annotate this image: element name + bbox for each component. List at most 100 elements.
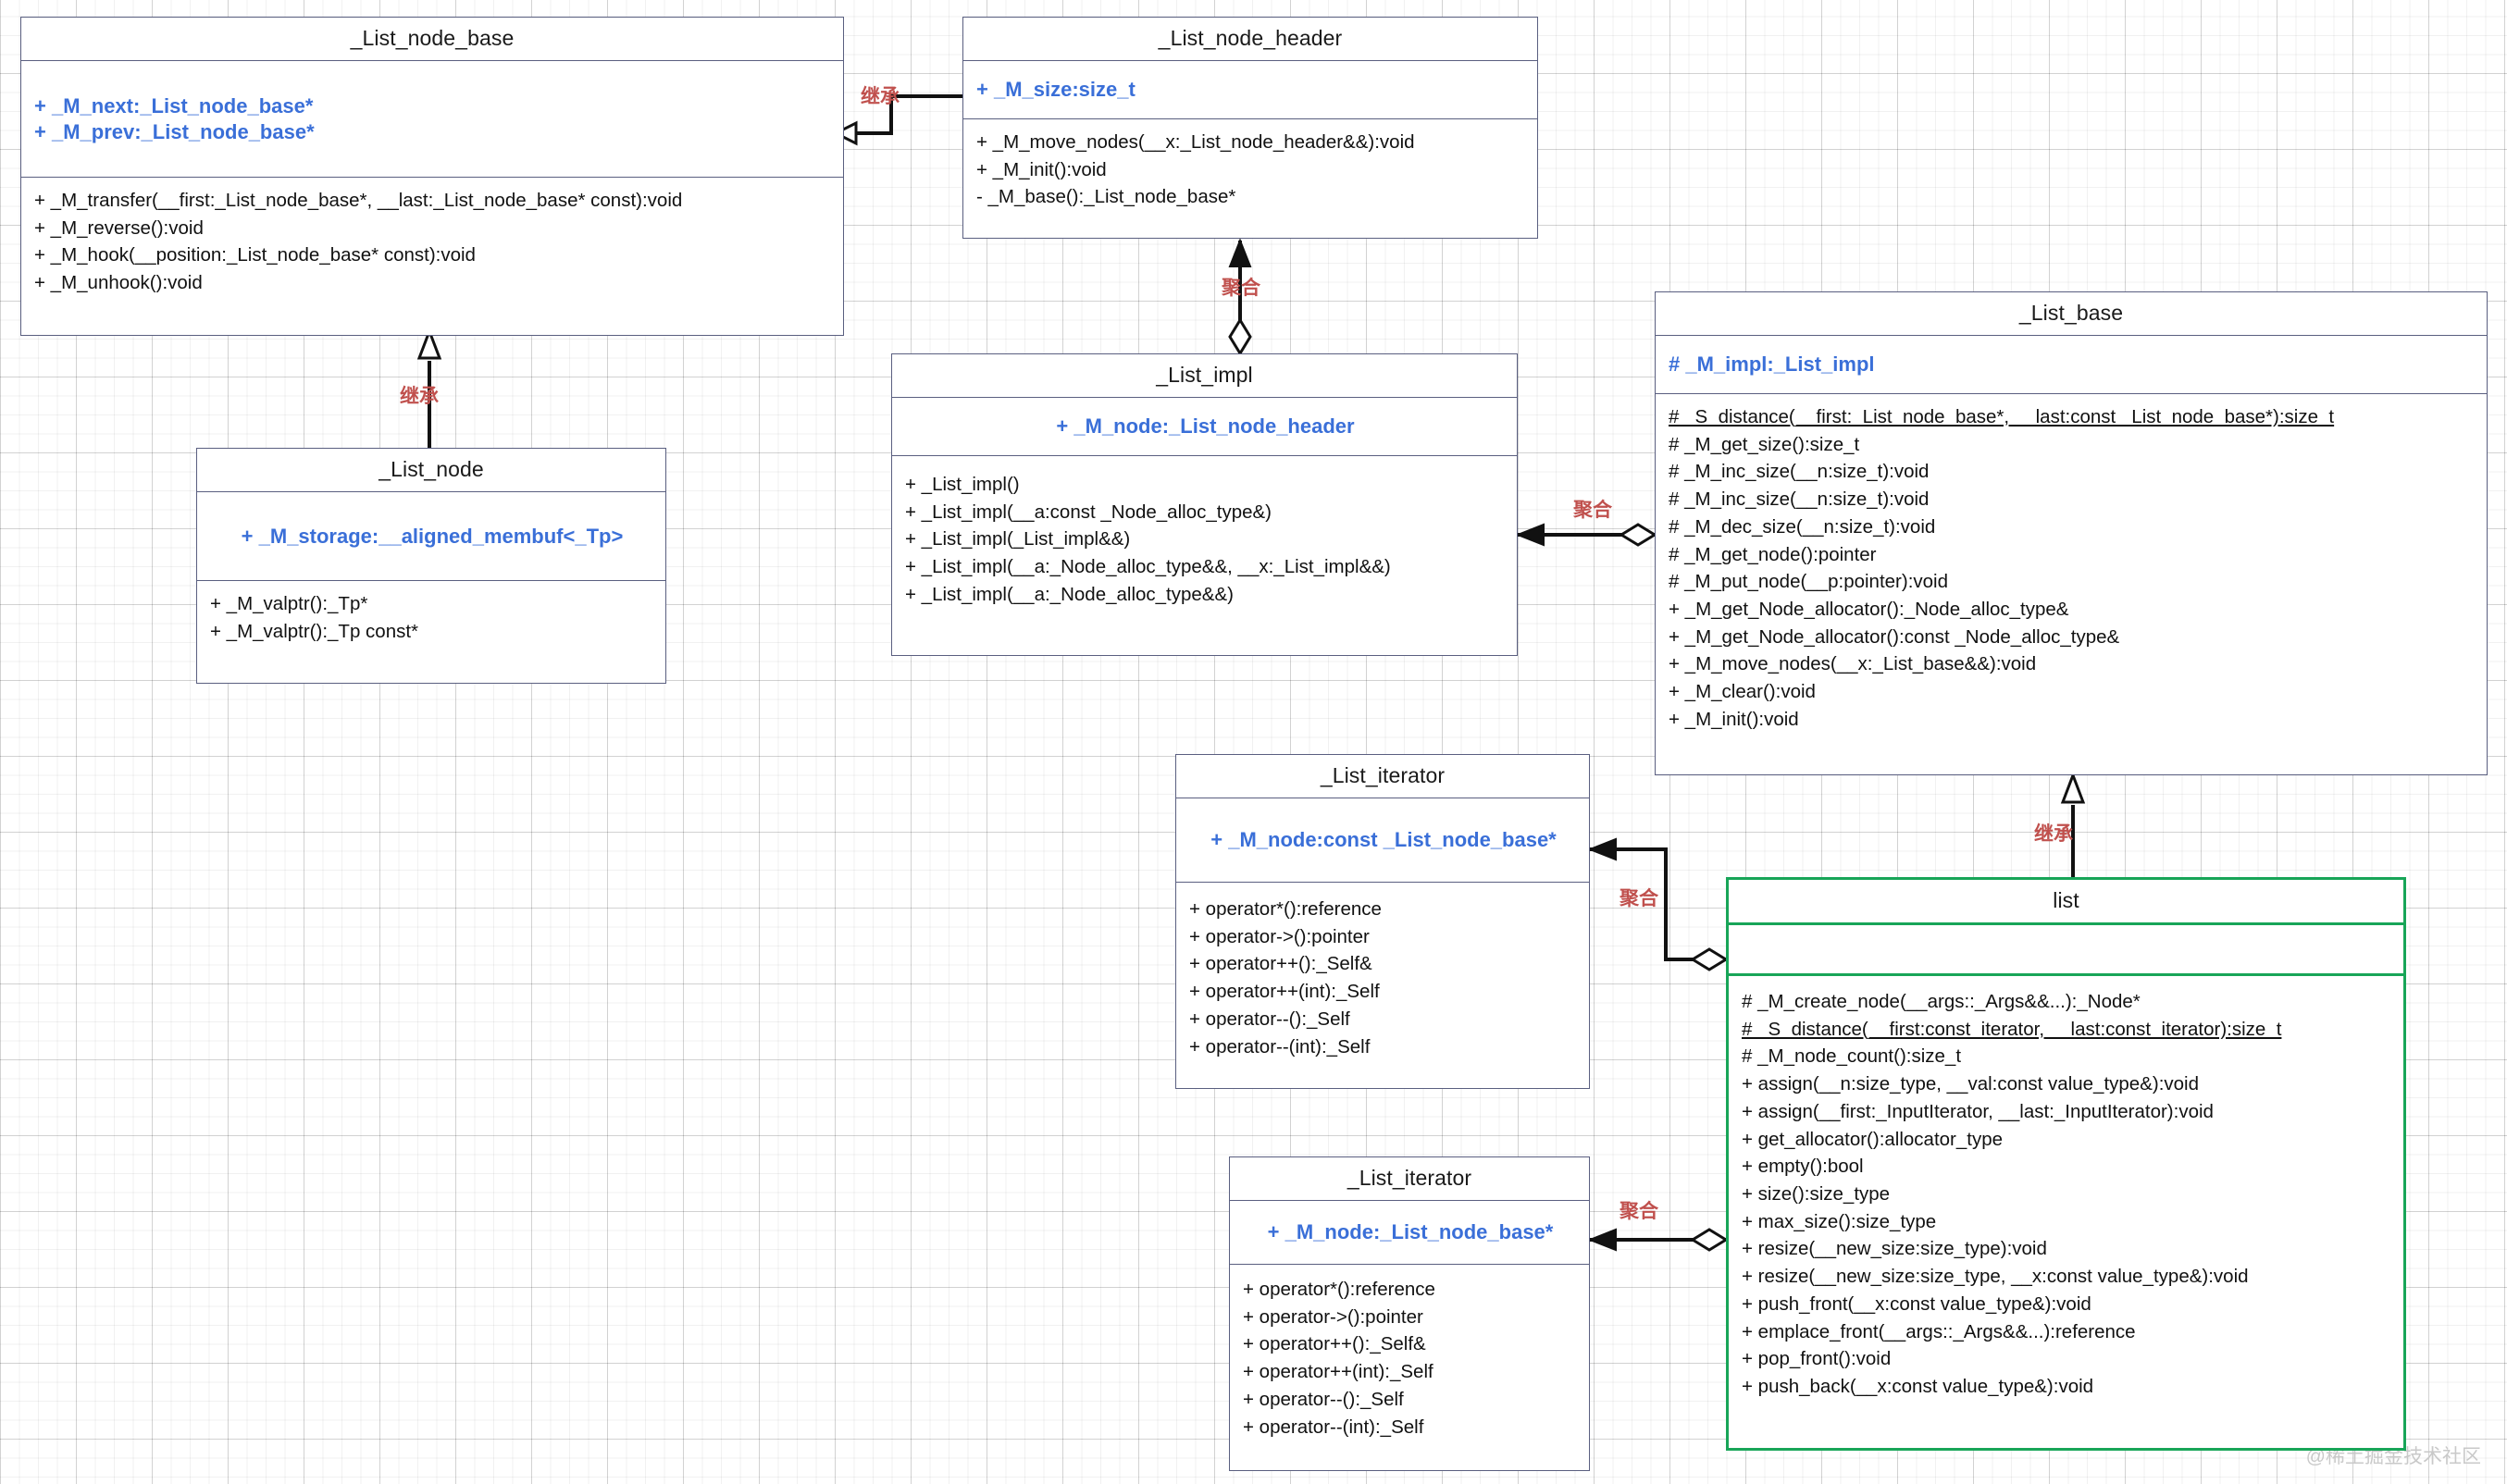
operation-row: + _M_valptr():_Tp* (210, 593, 368, 614)
operation-row: + push_front(__x:const value_type&):void (1742, 1292, 2091, 1315)
operation-row: # _M_inc_size(__n:size_t):void (1669, 461, 1930, 483)
operation-row: + _M_get_Node_allocator():const _Node_al… (1669, 625, 2120, 648)
divider (1656, 335, 2487, 336)
attributes-compartment: # _M_impl:_List_impl (1656, 336, 2487, 393)
operation-row: # _M_put_node(__p:pointer):void (1669, 571, 1949, 593)
operation-row: + assign(__first:_InputIterator, __last:… (1742, 1100, 2214, 1122)
operation-row: + _M_init():void (1669, 708, 1799, 730)
operation-row: + _List_impl(__a:_Node_alloc_type&&) (905, 583, 1234, 605)
edge-label-aggregation-impl: 聚合 (1222, 278, 1260, 299)
operation-row: + empty():bool (1742, 1156, 1864, 1178)
operations-compartment: + operator*():reference + operator->():p… (1230, 1265, 1589, 1450)
class-title: _List_node (379, 457, 484, 481)
operation-row: # _S_distance(__first:_List_node_base*, … (1669, 406, 2335, 427)
operation-row: + _M_transfer(__first:_List_node_base*, … (34, 190, 683, 211)
divider (1656, 393, 2487, 394)
operation-row: + operator--(int):_Self (1189, 1035, 1371, 1057)
attributes-compartment (1729, 925, 2403, 973)
edge-base-aggregates-impl (1515, 523, 1657, 547)
operation-row: + _List_impl(_List_impl&&) (905, 528, 1131, 550)
operation-row: + operator++(int):_Self (1189, 981, 1380, 1003)
class-title: _List_node_header (1158, 26, 1343, 50)
class-title: _List_base (2018, 301, 2124, 325)
operation-row: + operator--():_Self (1243, 1388, 1404, 1410)
operations-compartment: + _List_impl() + _List_impl(__a:const _N… (892, 456, 1517, 618)
divider (21, 60, 843, 61)
operation-row: + operator++():_Self& (1243, 1333, 1426, 1355)
operation-row: + _M_init():void (976, 158, 1107, 180)
operations-compartment: + _M_move_nodes(__x:_List_node_header&&)… (963, 119, 1537, 220)
attribute-row: + _M_storage:__aligned_membuf<_Tp> (241, 524, 624, 548)
divider (1230, 1264, 1589, 1265)
edge-label-inheritance-node: 继承 (400, 386, 439, 407)
operation-row: - _M_base():_List_node_base* (976, 186, 1236, 208)
operation-row: + get_allocator():allocator_type (1742, 1128, 2004, 1150)
attributes-compartment: + _M_node:_List_node_base* (1230, 1201, 1589, 1264)
class-box-list-iterator[interactable]: _List_iterator + _M_node:_List_node_base… (1229, 1156, 1590, 1471)
edge-list-aggregates-iter (1587, 1228, 1729, 1252)
class-title: list (2053, 888, 2079, 912)
operations-compartment: # _S_distance(__first:_List_node_base*, … (1656, 394, 2487, 743)
operation-row: + operator++():_Self& (1189, 953, 1372, 975)
divider (197, 491, 665, 492)
operation-row: # _M_get_node():pointer (1669, 543, 1877, 565)
attributes-compartment: + _M_next:_List_node_base* + _M_prev:_Li… (21, 61, 843, 177)
divider (892, 455, 1517, 456)
watermark: @稀土掘金技术社区 (2305, 1446, 2481, 1467)
divider (1176, 882, 1589, 883)
divider (21, 177, 843, 178)
attributes-compartment: + _M_node:const _List_node_base* (1176, 798, 1589, 882)
operation-row: + operator*():reference (1189, 898, 1382, 920)
operations-compartment: # _M_create_node(__args::_Args&&...):_No… (1729, 976, 2403, 1410)
divider (1729, 973, 2403, 976)
class-box-list-base[interactable]: _List_base # _M_impl:_List_impl # _S_dis… (1655, 291, 2488, 775)
operation-row: # _S_distance(__first:const_iterator, __… (1742, 1018, 2282, 1040)
operation-row: + _M_valptr():_Tp const* (210, 620, 419, 642)
attribute-row: + _M_node:_List_node_base* (1267, 1220, 1554, 1244)
divider (963, 60, 1537, 61)
operation-row: + _M_get_Node_allocator():_Node_alloc_ty… (1669, 599, 2069, 621)
divider (1729, 922, 2403, 925)
divider (1230, 1200, 1589, 1201)
class-box-list-node-base[interactable]: _List_node_base + _M_next:_List_node_bas… (20, 17, 844, 336)
class-box-list-node-header[interactable]: _List_node_header + _M_size:size_t + _M_… (962, 17, 1538, 239)
operation-row: + operator->():pointer (1243, 1305, 1423, 1328)
operation-row: + max_size():size_type (1742, 1210, 1937, 1232)
operation-row: + _M_move_nodes(__x:_List_base&&):void (1669, 653, 2037, 675)
attribute-row: # _M_impl:_List_impl (1669, 352, 1875, 377)
edge-label-aggregation-base: 聚合 (1573, 500, 1612, 521)
operation-row: + resize(__new_size:size_type):void (1742, 1238, 2047, 1260)
class-box-list-iterator-const[interactable]: _List_iterator + _M_node:const _List_nod… (1175, 754, 1590, 1089)
attribute-row: + _M_prev:_List_node_base* (34, 119, 315, 143)
operation-row: # _M_dec_size(__n:size_t):void (1669, 515, 1936, 538)
class-box-list-node[interactable]: _List_node + _M_storage:__aligned_membuf… (196, 448, 666, 684)
edge-label-aggregation-iter: 聚合 (1620, 1201, 1658, 1222)
operation-row: + pop_front():void (1742, 1348, 1892, 1370)
operation-row: + emplace_front(__args::_Args&&...):refe… (1742, 1320, 2136, 1342)
attributes-compartment: + _M_storage:__aligned_membuf<_Tp> (197, 492, 665, 580)
operations-compartment: + _M_transfer(__first:_List_node_base*, … (21, 178, 843, 306)
operation-row: + _List_impl(__a:_Node_alloc_type&&, __x… (905, 556, 1391, 578)
attribute-row: + _M_node:_List_node_header (1056, 414, 1355, 439)
edge-label-aggregation-citer: 聚合 (1620, 888, 1658, 909)
operation-row: # _M_get_size():size_t (1669, 433, 1860, 455)
operation-row: + resize(__new_size:size_type, __x:const… (1742, 1266, 2249, 1288)
operation-row: # _M_create_node(__args::_Args&&...):_No… (1742, 991, 2141, 1012)
divider (197, 580, 665, 581)
divider (963, 118, 1537, 119)
operation-row: + _List_impl() (905, 474, 1020, 495)
attributes-compartment: + _M_node:_List_node_header (892, 398, 1517, 455)
operation-row: + operator--():_Self (1189, 1008, 1350, 1030)
divider (892, 397, 1517, 398)
operation-row: + _M_move_nodes(__x:_List_node_header&&)… (976, 131, 1415, 153)
class-box-list-impl[interactable]: _List_impl + _M_node:_List_node_header +… (891, 353, 1518, 656)
class-title: _List_iterator (1347, 1166, 1472, 1190)
attribute-row: + _M_node:const _List_node_base* (1210, 828, 1557, 852)
operation-row: + _M_clear():void (1669, 681, 1816, 703)
class-title: _List_impl (1156, 363, 1253, 387)
operation-row: + _M_hook(__position:_List_node_base* co… (34, 244, 476, 266)
class-box-list[interactable]: list # _M_create_node(__args::_Args&&...… (1726, 877, 2406, 1451)
attribute-row: + _M_size:size_t (976, 78, 1136, 102)
operation-row: + size():size_type (1742, 1183, 1891, 1206)
operation-row: + _List_impl(__a:const _Node_alloc_type&… (905, 501, 1272, 523)
